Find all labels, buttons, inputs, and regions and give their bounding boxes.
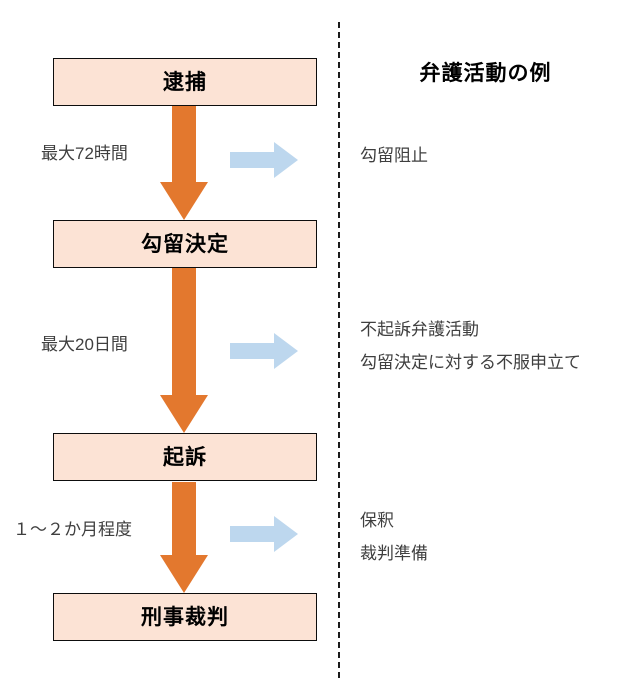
defense-activity-group-2: 不起訴弁護活動 勾留決定に対する不服申立て [360,321,632,371]
defense-activity-item: 勾留決定に対する不服申立て [360,353,581,372]
stage-box-criminal-trial: 刑事裁判 [53,593,317,641]
right-arrow-icon [230,516,298,552]
defense-activity-item: 保釈 [360,511,394,530]
defense-activity-group-1: 勾留阻止 [360,147,632,164]
stage-box-indictment: 起訴 [53,433,317,481]
stage-label: 逮捕 [163,70,207,94]
duration-label-indictment-to-trial: １～２か月程度 [13,520,132,539]
defense-activity-item: 裁判準備 [360,544,428,563]
stage-box-detention-decision: 勾留決定 [53,220,317,268]
down-arrow-icon [160,106,208,220]
vertical-dashed-divider [338,22,340,678]
right-column-title: 弁護活動の例 [419,62,552,85]
down-arrow-icon [160,268,208,433]
stage-label: 刑事裁判 [141,605,229,629]
stage-box-arrest: 逮捕 [53,58,317,106]
down-arrow-icon [160,482,208,593]
defense-activity-item: 勾留阻止 [360,146,428,165]
duration-label-arrest-to-detention: 最大72時間 [41,144,128,163]
defense-activity-item: 不起訴弁護活動 [360,320,479,339]
duration-label-detention-to-indictment: 最大20日間 [41,335,128,354]
defense-activity-group-3: 保釈 裁判準備 [360,512,632,562]
stage-label: 起訴 [163,445,207,469]
right-arrow-icon [230,142,298,178]
stage-label: 勾留決定 [141,232,229,256]
right-arrow-icon [230,333,298,369]
